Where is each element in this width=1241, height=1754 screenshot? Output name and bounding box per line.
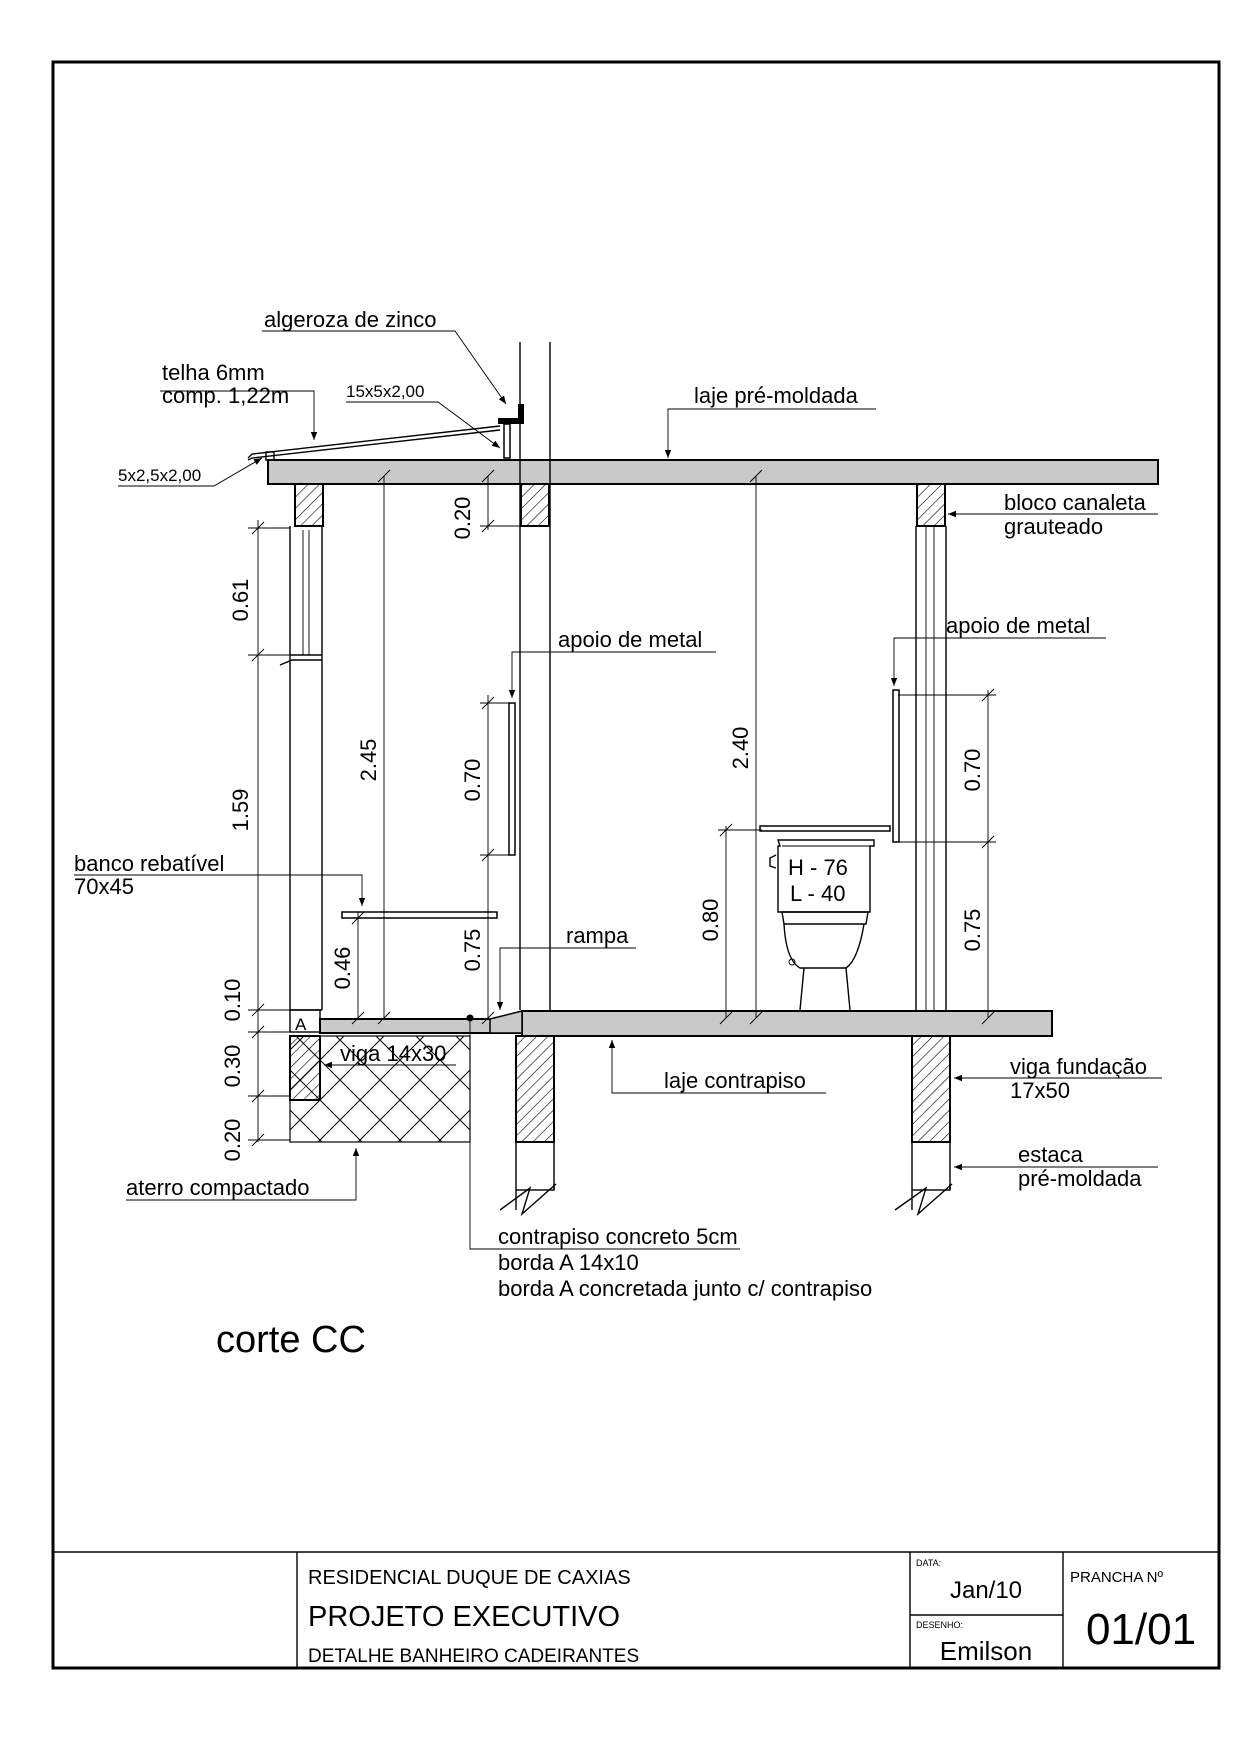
grab-bar-right: [892, 689, 900, 843]
label-viga-fundacao-2: 17x50: [1010, 1078, 1070, 1103]
leader-lines: [74, 330, 1162, 1250]
tb-phase: PROJETO EXECUTIVO: [308, 1601, 620, 1633]
label-banco-2: 70x45: [74, 874, 134, 899]
dim-070-left: 0.70: [460, 759, 485, 802]
label-viga: viga 14x30: [340, 1041, 446, 1066]
ramp: [489, 1010, 523, 1034]
label-banco-1: banco rebatível: [74, 851, 224, 876]
tb-sheet-label: PRANCHA Nº: [1070, 1569, 1164, 1586]
label-apoio-left: apoio de metal: [558, 627, 702, 652]
label-ripa: 5x2,5x2,00: [118, 466, 201, 485]
label-telha-2: comp. 1,22m: [162, 383, 289, 408]
dim-240: 2.40: [728, 727, 753, 770]
bond-block-right: [916, 483, 946, 527]
dimension-lines: [248, 469, 996, 1147]
dim-075-left: 0.75: [460, 929, 485, 972]
label-laje-premoldada: laje pré-moldada: [694, 383, 859, 408]
label-viga-fundacao-1: viga fundação: [1010, 1054, 1147, 1079]
label-contrapiso-1: contrapiso concreto 5cm: [498, 1224, 738, 1249]
label-aterro: aterro compactado: [126, 1175, 309, 1200]
tb-date: Jan/10: [950, 1577, 1022, 1604]
dim-061: 0.61: [228, 579, 253, 622]
dim-020-top: 0.20: [450, 497, 475, 540]
label-laje-contrapiso: laje contrapiso: [664, 1068, 806, 1093]
dim-080: 0.80: [698, 899, 723, 942]
roof-tile: [247, 425, 501, 459]
folding-bench: [341, 911, 498, 919]
tb-subject: DETALHE BANHEIRO CADEIRANTES: [308, 1646, 639, 1667]
dim-070-right: 0.70: [960, 749, 985, 792]
zinc-flashing: [503, 423, 511, 459]
right-foundation-beam: [911, 1035, 951, 1143]
tb-sheet-number: 01/01: [1086, 1605, 1196, 1654]
title-block: RESIDENCIAL DUQUE DE CAXIAS PROJETO EXEC…: [53, 1551, 1219, 1668]
label-borda-tag: A: [295, 1015, 307, 1034]
label-estaca-2: pré-moldada: [1018, 1166, 1142, 1191]
tb-drawn-label: DESENHO:: [916, 1620, 963, 1630]
dim-010: 0.10: [220, 979, 245, 1022]
view-title: corte CC: [216, 1319, 366, 1361]
label-estaca-1: estaca: [1018, 1142, 1084, 1167]
dim-046: 0.46: [330, 947, 355, 990]
roof-slab: [267, 459, 1159, 485]
label-contrapiso-3: borda A concretada junto c/ contrapiso: [498, 1276, 872, 1301]
dimension-texts: 0.61 1.59 0.10 0.30 0.20 0.46 2.45 0.20 …: [220, 497, 985, 1162]
label-bloco-canaleta-2: grauteado: [1004, 514, 1103, 539]
label-algeroza: algeroza de zinco: [264, 307, 436, 332]
mid-foundation-beam: [515, 1035, 555, 1143]
annotations: algeroza de zinco telha 6mm comp. 1,22m …: [74, 307, 1147, 1361]
dim-030: 0.30: [220, 1045, 245, 1088]
label-toilet-l: L - 40: [790, 881, 845, 906]
label-bloco-canaleta-1: bloco canaleta: [1004, 490, 1147, 515]
tb-project: RESIDENCIAL DUQUE DE CAXIAS: [308, 1567, 631, 1589]
label-rampa: rampa: [566, 923, 629, 948]
tb-drawn-by: Emilson: [940, 1636, 1032, 1666]
toilet: [769, 839, 875, 1011]
label-contrapiso-2: borda A 14x10: [498, 1250, 639, 1275]
label-apoio-right: apoio de metal: [946, 613, 1090, 638]
bond-block-mid: [520, 483, 550, 527]
bond-block-left: [294, 483, 324, 527]
section-structure: [247, 342, 1159, 1217]
dim-245: 2.45: [356, 739, 381, 782]
tb-date-label: DATA:: [916, 1558, 941, 1568]
dim-020-bottom: 0.20: [220, 1119, 245, 1162]
label-telha-1: telha 6mm: [162, 360, 265, 385]
grab-bar-horizontal: [759, 825, 891, 832]
dim-159: 1.59: [228, 789, 253, 832]
label-toilet-h: H - 76: [788, 855, 848, 880]
label-rufo: 15x5x2,00: [346, 382, 424, 401]
floor-slab: [521, 1010, 1053, 1037]
dim-075-right: 0.75: [960, 909, 985, 952]
sheet-border: [51, 60, 1221, 1670]
left-foundation-beam: [289, 1035, 321, 1101]
grab-bar-left: [508, 702, 516, 856]
